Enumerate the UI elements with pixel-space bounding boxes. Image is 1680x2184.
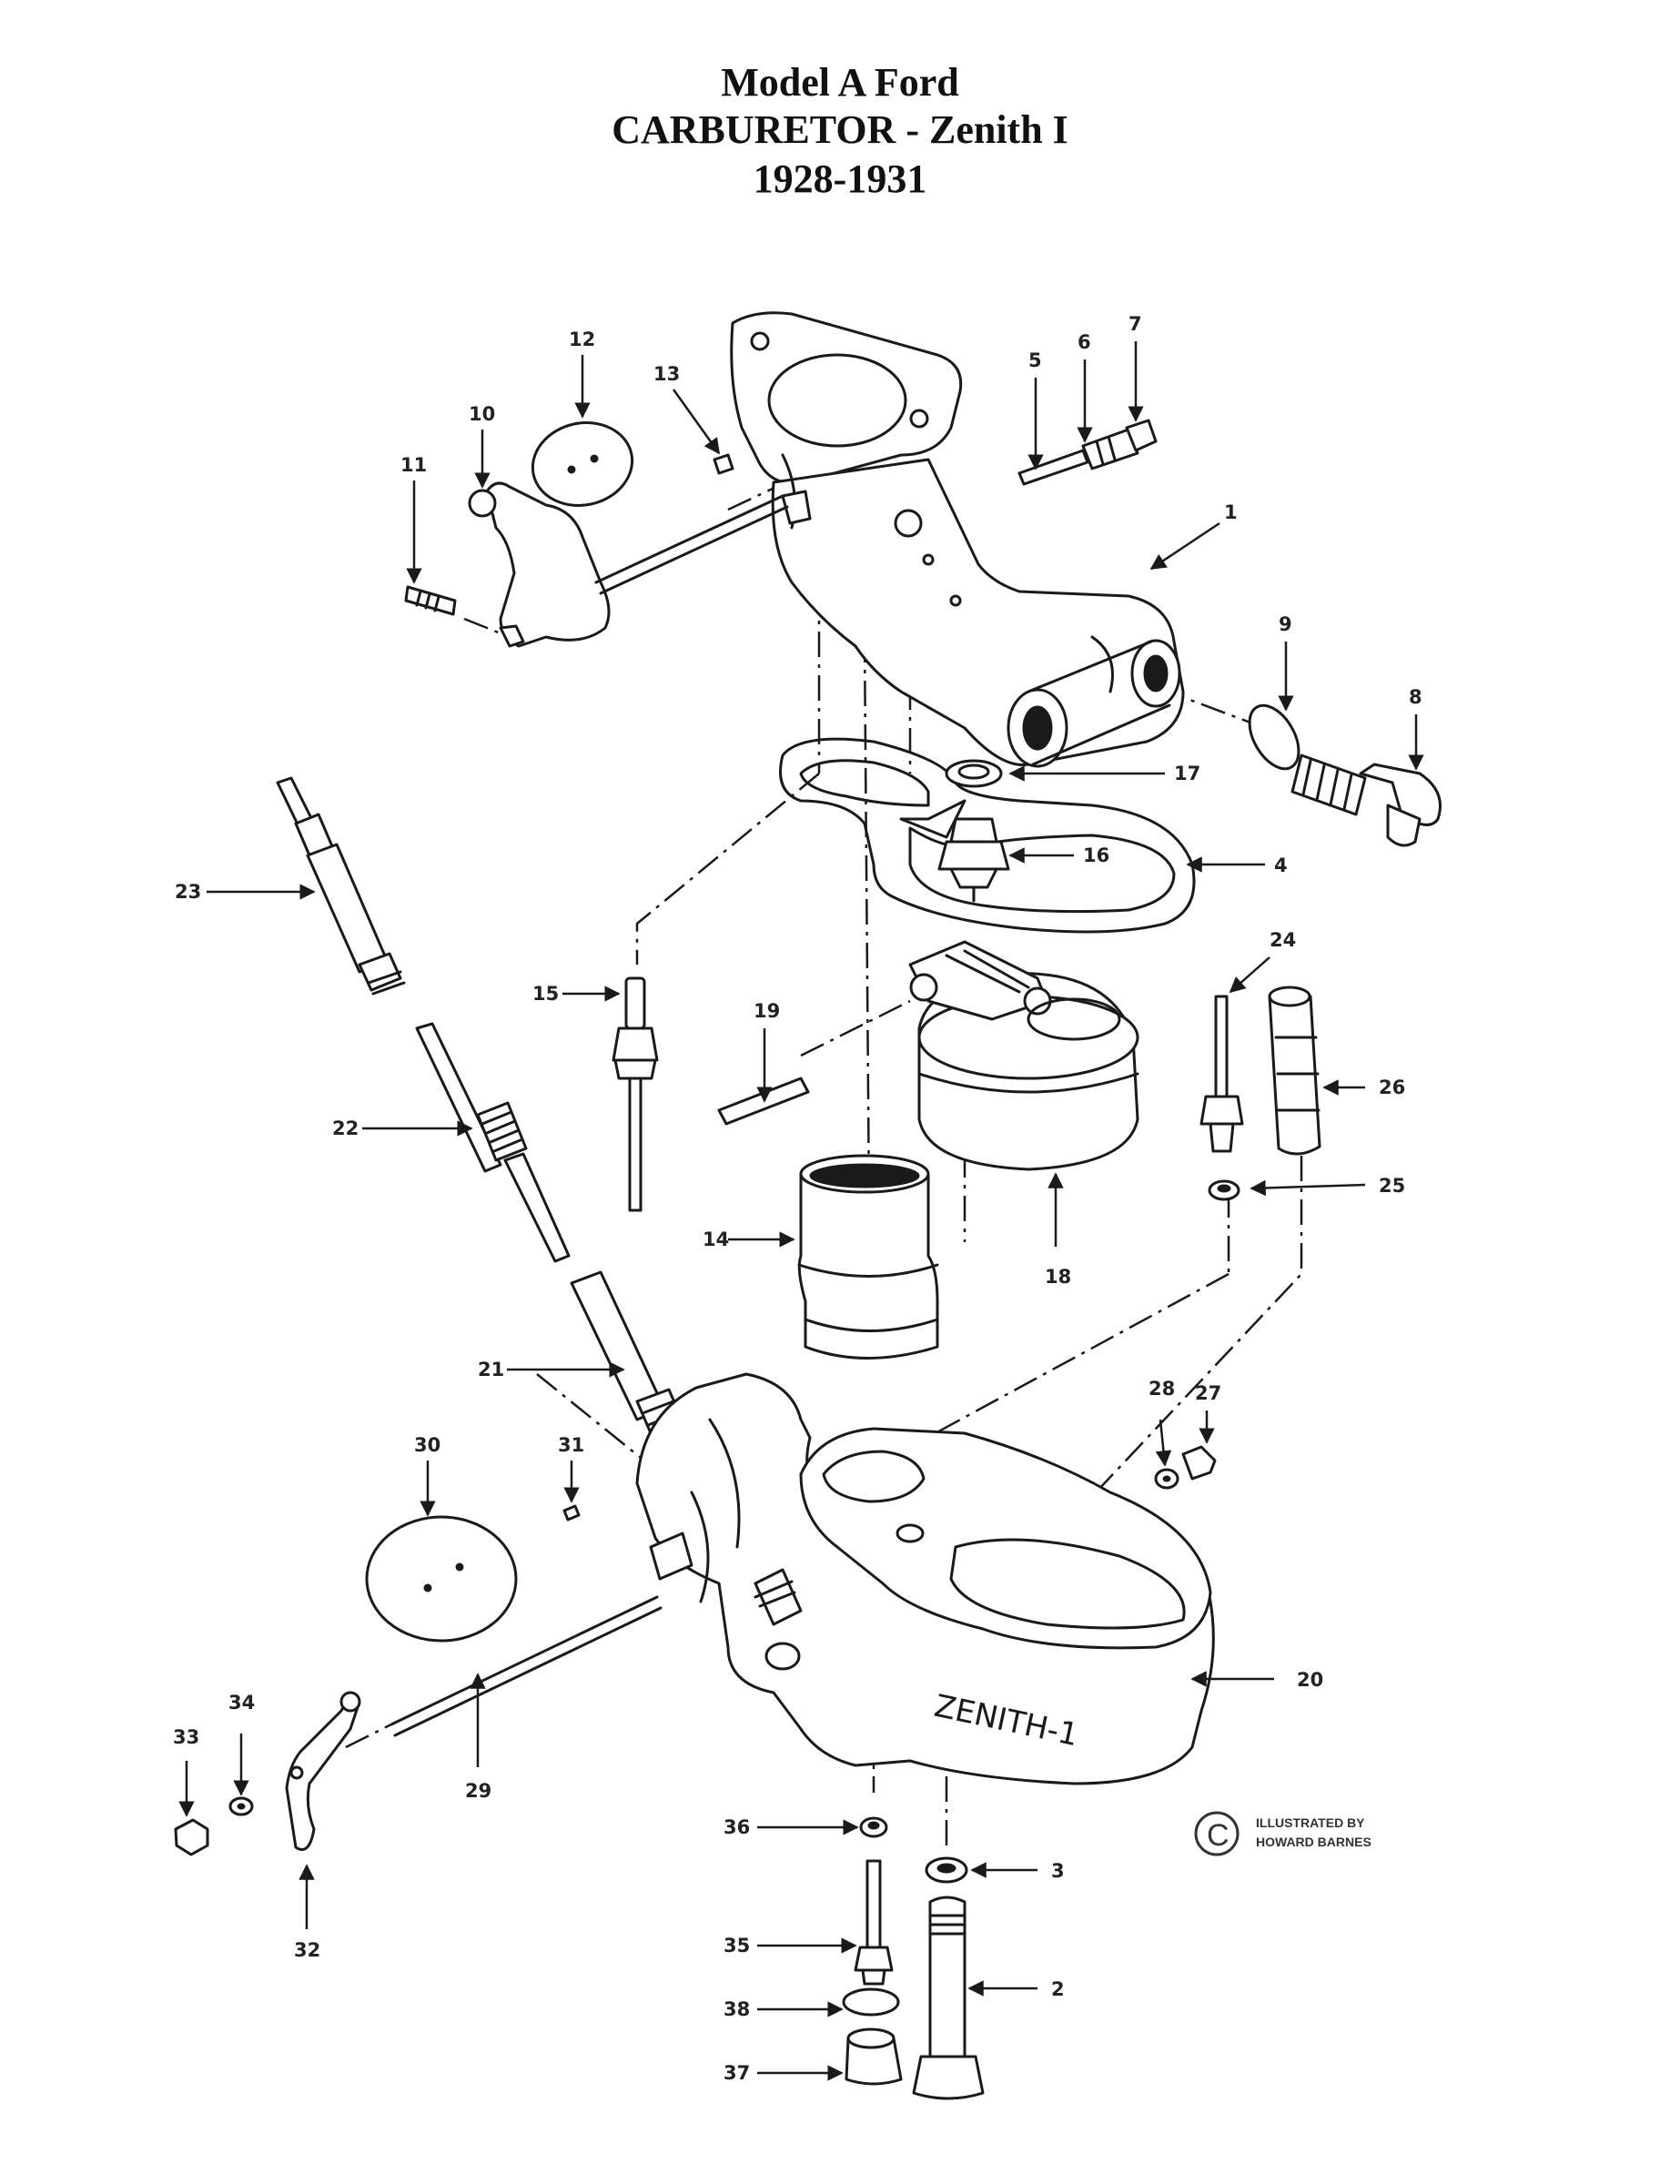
idle-adjust-needle	[1017, 419, 1158, 486]
throttle-shaft-lower	[174, 1504, 663, 1856]
callout-6: 6	[1078, 331, 1091, 353]
callout-24: 24	[1270, 929, 1296, 951]
diagram-years: 1928-1931	[753, 157, 927, 201]
idle-jet-tube	[612, 976, 659, 1212]
main-jet-adjusting-assembly	[276, 776, 719, 1467]
callout-28: 28	[1149, 1378, 1175, 1400]
callout-27: 27	[1195, 1382, 1221, 1404]
callout-13: 13	[653, 363, 680, 385]
diagram-title: Model A Ford	[721, 60, 959, 105]
diagram-subtitle: CARBURETOR - Zenith I	[612, 107, 1068, 152]
callout-9: 9	[1279, 613, 1292, 635]
callout-31: 31	[558, 1434, 584, 1456]
illustrator-credit: C ILLUSTRATED BY HOWARD BARNES	[1194, 1811, 1371, 1856]
callout-35: 35	[724, 1935, 750, 1956]
callout-29: 29	[465, 1780, 491, 1802]
callout-21: 21	[478, 1359, 504, 1380]
bowl-drain-plug	[1154, 1445, 1217, 1490]
callout-11: 11	[400, 454, 427, 476]
callout-36: 36	[724, 1816, 750, 1838]
callout-15: 15	[532, 983, 559, 1005]
upper-body-airhorn	[730, 311, 1185, 768]
callout-7: 7	[1128, 313, 1142, 335]
copyright-symbol: C	[1207, 1818, 1230, 1853]
callout-10: 10	[469, 403, 495, 425]
callout-17: 17	[1174, 763, 1200, 784]
callout-22: 22	[332, 1117, 359, 1139]
callout-8: 8	[1409, 686, 1422, 708]
credit-line-1: ILLUSTRATED BY	[1256, 1815, 1365, 1830]
throttle-shaft-upper	[404, 421, 789, 648]
callout-18: 18	[1045, 1266, 1071, 1288]
copyright-icon	[1194, 1811, 1240, 1856]
callout-32: 32	[294, 1939, 320, 1961]
callout-38: 38	[724, 1998, 750, 2020]
callout-12: 12	[569, 329, 595, 350]
callout-numbers: 1 2 3 4 5 6 7 8 9 10 11 12 13 14 15 16 1…	[173, 313, 1422, 2084]
callout-14: 14	[703, 1228, 729, 1250]
fuel-inlet-screen	[1248, 703, 1442, 847]
callout-19: 19	[754, 1000, 780, 1022]
main-body-bowl	[635, 1372, 1215, 1785]
lower-jets	[842, 1816, 985, 2100]
callout-25: 25	[1379, 1175, 1405, 1197]
callout-33: 33	[173, 1726, 199, 1748]
callout-16: 16	[1083, 844, 1109, 866]
callout-20: 20	[1297, 1669, 1323, 1691]
bowl-gasket	[779, 737, 1196, 934]
callout-26: 26	[1379, 1077, 1405, 1098]
callout-3: 3	[1051, 1860, 1065, 1882]
callout-30: 30	[414, 1434, 440, 1456]
venturi	[797, 1154, 939, 1360]
callout-23: 23	[175, 881, 201, 903]
leader-arrows	[178, 341, 1424, 2081]
callout-1: 1	[1224, 501, 1238, 523]
callout-5: 5	[1028, 349, 1042, 371]
compensator-jet	[1199, 986, 1321, 1201]
callout-34: 34	[228, 1692, 255, 1714]
callout-2: 2	[1051, 1978, 1065, 2000]
credit-line-2: HOWARD BARNES	[1256, 1835, 1371, 1849]
callout-37: 37	[724, 2062, 750, 2084]
callout-4: 4	[1274, 854, 1288, 876]
float	[908, 940, 1139, 1171]
